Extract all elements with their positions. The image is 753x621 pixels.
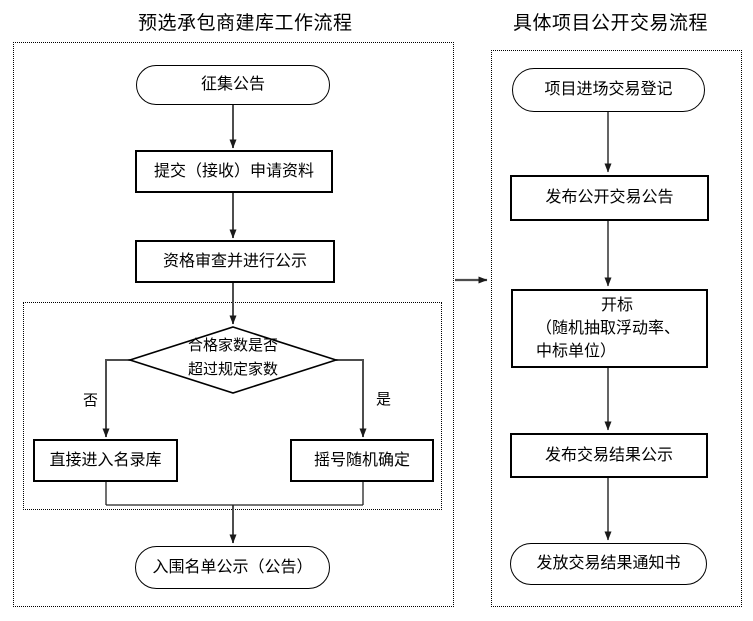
right-flow-title: 具体项目公开交易流程 [513,13,709,34]
decision-diamond-shape [127,326,339,394]
converge-lines [105,482,364,506]
node-issue-result-notice: 发放交易结果通知书 [510,543,707,585]
node-bid-opening: 开标 （随机抽取浮动率、 中标单位） [511,289,708,368]
left-column-arrows [102,105,367,544]
node-publish-trade-announcement: 发布公开交易公告 [510,175,709,221]
bid-opening-line-2: （随机抽取浮动率、 [536,320,681,337]
bid-opening-line-1: 开标 [600,297,633,314]
decision-line-2: 超过规定家数 [187,362,278,378]
branch-label-no: 否 [82,389,100,410]
node-qualification-review: 资格审查并进行公示 [135,240,335,283]
left-flow-container-box [13,42,454,607]
decision-diamond-label: 合格家数是否 超过规定家数 [143,334,323,386]
node-project-registration: 项目进场交易登记 [512,68,705,112]
node-random-lottery: 摇号随机确定 [290,439,434,482]
left-flow-title: 预选承包商建库工作流程 [138,13,353,34]
node-direct-entry: 直接进入名录库 [33,439,178,482]
decision-line-1: 合格家数是否 [187,338,278,354]
node-submit-application: 提交（接收）申请资料 [135,150,333,193]
right-flow-container-box [491,50,742,607]
node-collection-announcement: 征集公告 [136,65,330,105]
bid-opening-line-3: 中标单位） [536,343,617,360]
node-publish-trade-result: 发布交易结果公示 [510,433,708,478]
branch-label-yes: 是 [375,388,393,409]
node-shortlist-publicity: 入围名单公示（公告） [135,546,330,589]
